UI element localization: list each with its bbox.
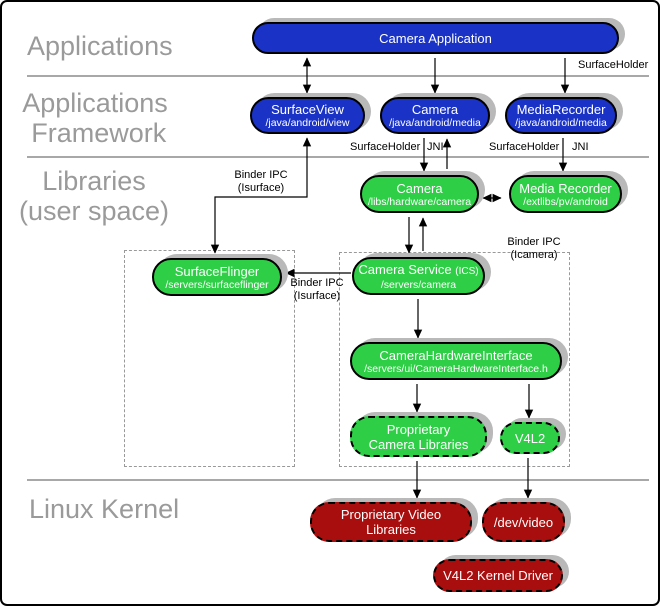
node-title: Proprietary Video Libraries	[340, 507, 442, 537]
node-v4l2-kernel-driver: V4L2 Kernel Driver	[433, 559, 563, 592]
node-camera-service: Camera Service (ICS) /servers/camera	[352, 257, 485, 295]
node-path: /java/android/media	[515, 117, 607, 129]
node-title: SurfaceFlinger	[174, 263, 260, 279]
node-mediarecorder-java: MediaRecorder /java/android/media	[505, 97, 617, 134]
node-title: /dev/video	[493, 514, 554, 530]
label-binder-ipc-isurface-lower: Binder IPC (Isurface)	[290, 277, 344, 302]
label-binder-ipc-isurface-upper: Binder IPC (Isurface)	[234, 169, 288, 194]
node-path: /servers/ui/CameraHardwareInterface.h	[364, 362, 548, 375]
node-surfaceview: SurfaceView /java/android/view	[250, 97, 365, 134]
layer-label-applications-framework: Applications Framework	[22, 88, 168, 148]
node-surfaceflinger: SurfaceFlinger /servers/surfaceflinger	[152, 258, 282, 296]
node-mediarecorder-lib: Media Recorder /extlibs/pv/android	[509, 175, 622, 213]
node-path: /java/android/view	[265, 117, 350, 129]
divider-framework-libraries	[27, 156, 649, 158]
node-path: /extlibs/pv/android	[523, 195, 608, 208]
node-camera-lib: Camera /libs/hardware/camera	[360, 175, 479, 213]
label-surfaceholder-camera: SurfaceHolder	[350, 141, 421, 153]
layer-label-libraries-user-space: Libraries (user space)	[18, 166, 170, 226]
node-title: Proprietary Camera Libraries	[368, 421, 469, 452]
label-surfaceholder-media: SurfaceHolder	[489, 141, 560, 153]
node-title: V4L2 Kernel Driver	[443, 568, 553, 583]
label-jni-camera: JNI	[427, 141, 444, 153]
label-jni-media: JNI	[572, 141, 589, 153]
node-dev-video: /dev/video	[482, 502, 565, 542]
node-title: Camera	[396, 180, 443, 196]
node-camera-java: Camera /java/android/media	[380, 97, 490, 134]
node-proprietary-camera-libraries: Proprietary Camera Libraries	[350, 416, 487, 457]
node-v4l2: V4L2	[500, 422, 560, 454]
node-title: V4L2	[514, 430, 546, 446]
divider-applications-framework	[27, 75, 649, 77]
node-title: Camera	[411, 102, 459, 117]
node-path: /java/android/media	[389, 117, 481, 129]
divider-libraries-kernel	[27, 479, 649, 481]
node-title: Camera Application	[379, 30, 492, 46]
node-camera-hardware-interface: CameraHardwareInterface /servers/ui/Came…	[350, 342, 562, 380]
node-title: CameraHardwareInterface	[379, 347, 533, 363]
node-proprietary-video-libraries: Proprietary Video Libraries	[310, 502, 472, 542]
node-title: Camera Service (ICS)	[358, 261, 479, 277]
node-title: SurfaceView	[271, 102, 344, 117]
node-title: MediaRecorder	[516, 102, 606, 117]
node-path: /servers/camera	[380, 278, 457, 291]
camera-service-group-box	[339, 252, 570, 467]
label-surfaceholder-top: SurfaceHolder	[578, 59, 649, 71]
surfaceflinger-group-box	[124, 250, 295, 467]
label-binder-ipc-icamera: Binder IPC (Icamera)	[507, 236, 561, 261]
node-path: /servers/surfaceflinger	[165, 278, 269, 291]
layer-label-applications: Applications	[27, 31, 173, 61]
node-title: Media Recorder	[519, 180, 612, 196]
layer-label-linux-kernel: Linux Kernel	[29, 494, 180, 524]
node-camera-application: Camera Application	[252, 22, 619, 54]
node-path: /libs/hardware/camera	[367, 195, 472, 208]
